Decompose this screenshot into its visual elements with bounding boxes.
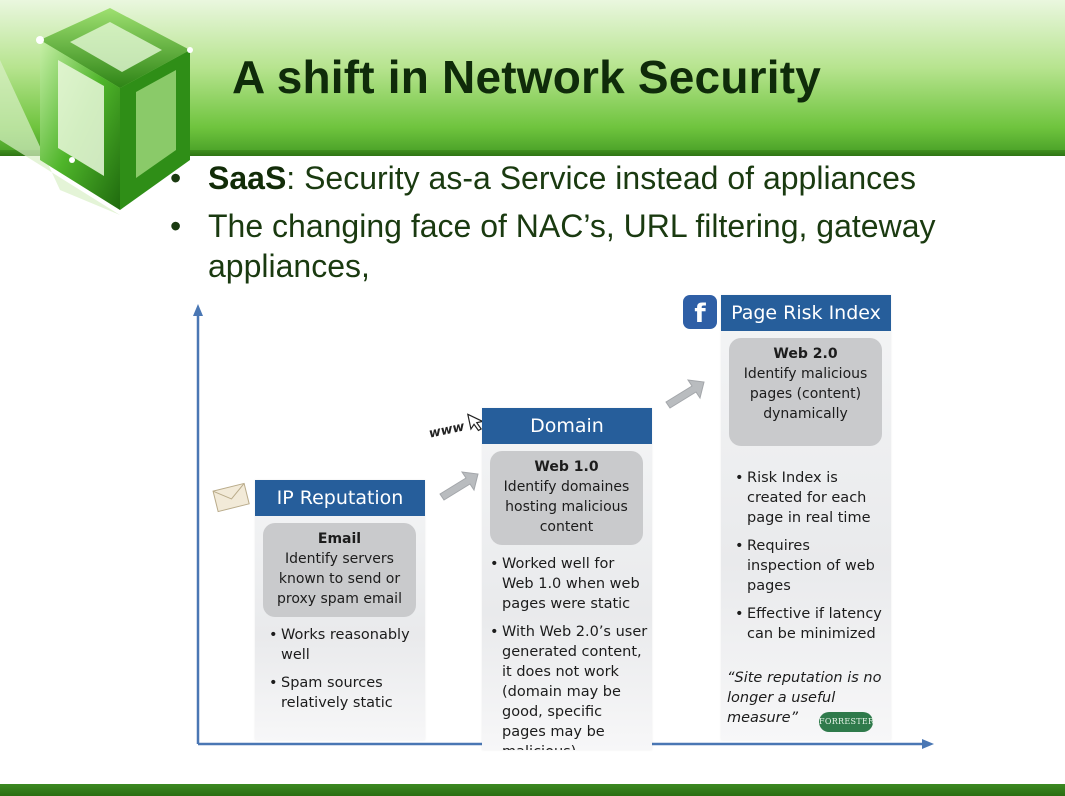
cursor-arrow-icon (466, 413, 485, 432)
card-box-text: Identify servers known to send or proxy … (277, 551, 402, 607)
card-highlight-box: Email Identify servers known to send or … (263, 523, 416, 617)
card-header: Page Risk Index (721, 295, 891, 331)
card-header: Domain Reputation (482, 408, 652, 473)
forrester-logo: FORRESTER (819, 712, 874, 732)
domain-reputation-card: Domain Reputation Web 1.0 Identify domai… (482, 408, 652, 750)
card-box-title: Web 2.0 (773, 346, 838, 362)
card-highlight-box: Web 1.0 Identify domaines hosting malici… (490, 451, 643, 545)
card-header: IP Reputation (255, 480, 425, 516)
bullet-text: : Security as-a Service instead of appli… (286, 160, 916, 196)
card-bullet-list: Works reasonably well Spam sources relat… (269, 625, 419, 721)
www-cursor-icon: www (427, 410, 486, 442)
list-item: With Web 2.0’s user generated content, i… (490, 622, 648, 750)
bullet-item: • The changing face of NAC’s, URL filter… (160, 206, 1040, 286)
list-item: Effective if latency can be minimized (735, 604, 885, 644)
page-risk-index-card: Page Risk Index Web 2.0 Identify malicio… (721, 295, 891, 740)
www-label: www (427, 419, 466, 442)
list-item: Spam sources relatively static (269, 673, 419, 713)
card-box-text: Identify domaines hosting malicious cont… (503, 479, 630, 535)
bullet-dot-icon: • (170, 208, 182, 244)
email-envelope-icon (212, 480, 250, 519)
card-box-title: Email (317, 531, 362, 547)
forrester-quote: “Site reputation is no longer a useful m… (727, 670, 882, 726)
list-item: Worked well for Web 1.0 when web pages w… (490, 554, 648, 614)
slide-title: A shift in Network Security (232, 51, 822, 103)
footer-band (0, 784, 1065, 796)
card-box-text: Identify malicious pages (content) dynam… (743, 366, 868, 422)
list-item: Risk Index is created for each page in r… (735, 468, 885, 528)
facebook-icon: f (683, 295, 717, 329)
bullet-list: • SaaS: Security as-a Service instead of… (160, 158, 1040, 294)
green-cube-logo-icon (0, 8, 193, 215)
card-highlight-box: Web 2.0 Identify malicious pages (conten… (729, 338, 882, 446)
list-item: Requires inspection of web pages (735, 536, 885, 596)
ip-reputation-card: IP Reputation Email Identify servers kno… (255, 480, 425, 740)
bullet-item: • SaaS: Security as-a Service instead of… (160, 158, 1040, 198)
bullet-text: The changing face of NAC’s, URL filterin… (208, 208, 936, 284)
list-item: Works reasonably well (269, 625, 419, 665)
header-rule (0, 150, 1065, 156)
card-bullet-list: Risk Index is created for each page in r… (735, 468, 885, 652)
bullet-dot-icon: • (170, 160, 182, 196)
bullet-bold-term: SaaS (208, 160, 287, 196)
card-box-title: Web 1.0 (534, 459, 599, 475)
card-bullet-list: Worked well for Web 1.0 when web pages w… (490, 554, 648, 750)
